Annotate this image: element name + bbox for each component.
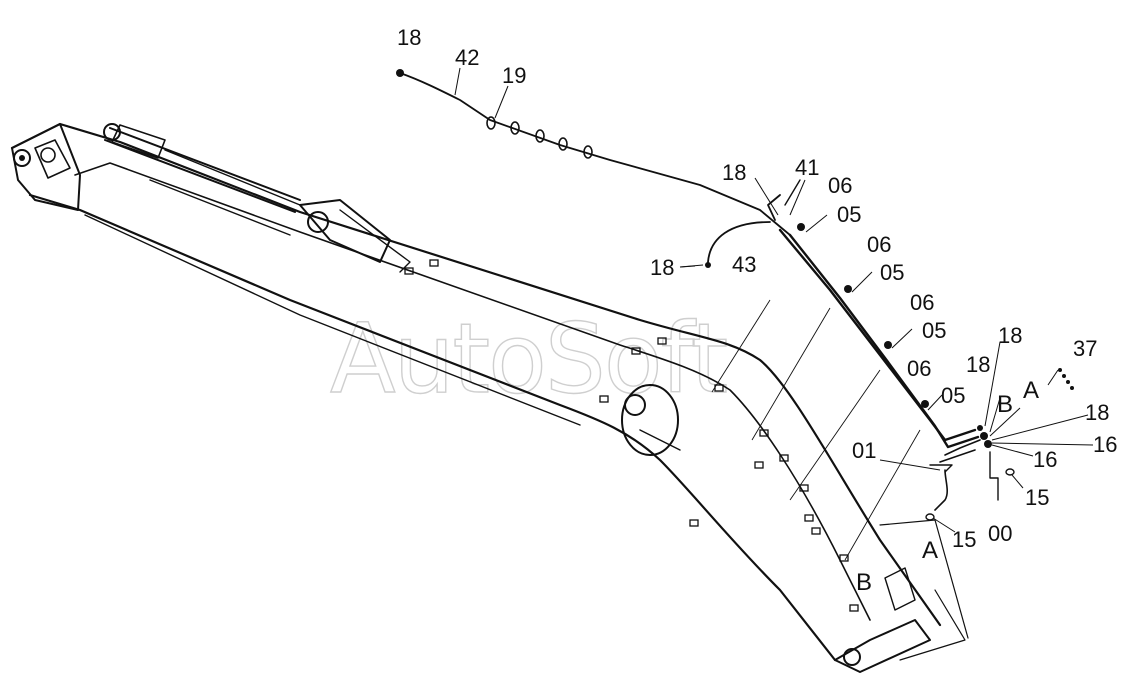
internal-guides [711, 299, 921, 561]
label-18: 18 [1085, 400, 1109, 425]
label-B: B [856, 569, 872, 596]
part-number-labels: 18 42 19 18 41 06 05 18 43 06 05 06 05 0… [397, 25, 1117, 596]
label-A: A [922, 537, 938, 564]
leaders [454, 67, 1094, 533]
label-05: 05 [922, 318, 946, 343]
label-15: 15 [1025, 485, 1049, 510]
arm-cylinder [103, 123, 301, 236]
nose-bracket [34, 139, 71, 179]
label-06: 06 [828, 173, 852, 198]
label-43: 43 [732, 252, 756, 277]
label-18: 18 [722, 160, 746, 185]
pipe-run [705, 179, 1074, 521]
boom-foot [834, 619, 931, 673]
label-16: 16 [1033, 447, 1057, 472]
mount-pin-icon [307, 211, 329, 233]
label-18: 18 [650, 255, 674, 280]
clamps [404, 259, 859, 612]
label-06: 06 [867, 232, 891, 257]
label-A: A [1023, 377, 1039, 404]
boom-top-edge [10, 122, 942, 627]
boom-face-edge [74, 162, 871, 621]
boom-body [10, 122, 969, 673]
cylinder-mount [299, 199, 681, 456]
label-16: 16 [1093, 432, 1117, 457]
label-18: 18 [998, 323, 1022, 348]
boom-underside [84, 214, 581, 426]
label-06: 06 [910, 290, 934, 315]
label-05: 05 [941, 383, 965, 408]
label-18: 18 [397, 25, 421, 50]
foot-pin-icon [843, 648, 861, 666]
nose-pin-icon [13, 149, 31, 167]
cylinder-pin-icon [103, 123, 121, 141]
label-05: 05 [880, 260, 904, 285]
side-boss [621, 384, 679, 456]
label-37: 37 [1073, 336, 1097, 361]
boss-pin-icon [624, 394, 646, 416]
label-18: 18 [966, 352, 990, 377]
boom-bottom-edge [28, 193, 837, 662]
label-01: 01 [852, 438, 876, 463]
label-B: B [997, 391, 1013, 418]
label-15: 15 [952, 527, 976, 552]
watermark: AutoSoft [330, 303, 727, 415]
label-42: 42 [455, 45, 479, 70]
label-00: 00 [988, 521, 1012, 546]
label-05: 05 [837, 202, 861, 227]
label-06: 06 [907, 356, 931, 381]
boom-nose [11, 123, 81, 211]
label-41: 41 [795, 155, 819, 180]
hose-line-42 [396, 69, 791, 236]
label-19: 19 [502, 63, 526, 88]
